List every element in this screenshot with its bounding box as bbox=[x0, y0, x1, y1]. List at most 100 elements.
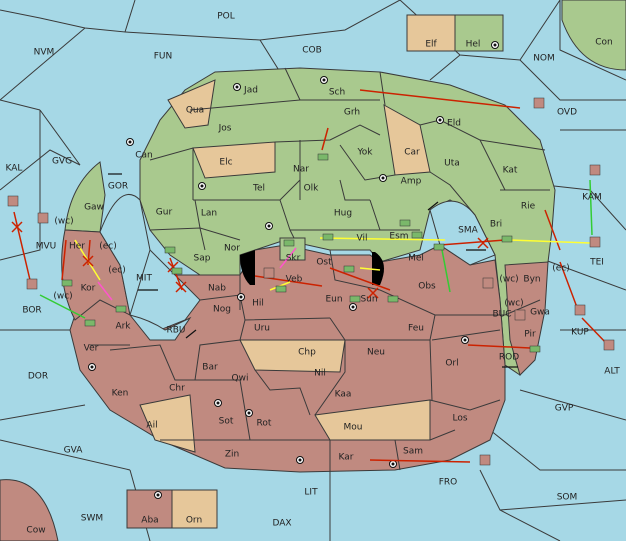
land-skr: Skr bbox=[286, 254, 301, 264]
sea-fro: FRO bbox=[439, 478, 458, 488]
sea-som: SOM bbox=[557, 493, 578, 503]
land-pir: Pir bbox=[524, 330, 536, 340]
sea-kal: KAL bbox=[6, 164, 23, 174]
land-orl: Orl bbox=[445, 359, 458, 369]
land-eld: Eld bbox=[447, 119, 461, 129]
sea-buc: BUC bbox=[492, 310, 511, 320]
sea-cow: Cow bbox=[26, 526, 45, 536]
sea-mit: MIT bbox=[136, 274, 152, 284]
land-veb: Veb bbox=[286, 275, 303, 285]
land-ost: Ost bbox=[316, 258, 332, 268]
land-mou: Mou bbox=[344, 423, 363, 433]
coast-tag-ec: (ec) bbox=[108, 266, 126, 276]
sea-kam: KAM bbox=[582, 193, 602, 203]
land-amp: Amp bbox=[401, 177, 422, 187]
failed-markers bbox=[11, 221, 489, 299]
land-sch: Sch bbox=[329, 88, 345, 98]
land-gaw: Gaw bbox=[84, 203, 104, 213]
sea-tei: TEI bbox=[589, 258, 604, 268]
land-obs: Obs bbox=[418, 282, 436, 292]
land-ver: Ver bbox=[84, 344, 99, 354]
sea-nvm: NVM bbox=[34, 48, 55, 58]
land-hug: Hug bbox=[334, 209, 352, 219]
land-qwi: Qwi bbox=[232, 374, 249, 384]
sea-alt: ALT bbox=[604, 367, 620, 377]
land-gwa: Gwa bbox=[530, 308, 550, 318]
prov-elc[interactable] bbox=[192, 141, 276, 179]
sea-kup: KUP bbox=[571, 328, 589, 338]
land-sap: Sap bbox=[194, 254, 211, 264]
land-can: Can bbox=[135, 151, 153, 161]
land-nor: Nor bbox=[224, 244, 240, 254]
land-sam: Sam bbox=[403, 447, 423, 457]
sea-lit: LIT bbox=[304, 488, 318, 498]
land-qua: Qua bbox=[186, 106, 204, 116]
sea-mvu: MVU bbox=[36, 242, 57, 252]
sea-gvp: GVP bbox=[555, 404, 574, 414]
sea-gvg: GVG bbox=[52, 157, 72, 167]
land-bar: Bar bbox=[202, 363, 218, 373]
coast-tag-wc: (wc) bbox=[504, 299, 523, 309]
legend-elf-label: Elf bbox=[425, 40, 437, 50]
legend-bottom bbox=[126, 489, 218, 529]
land-rot: Rot bbox=[257, 419, 272, 429]
land-olk: Olk bbox=[304, 184, 320, 194]
land-chp: Chp bbox=[298, 348, 316, 358]
sea-sma: SMA bbox=[458, 226, 478, 236]
land-kar: Kar bbox=[339, 453, 354, 463]
land-ark: Ark bbox=[115, 322, 131, 332]
sea-cob: COB bbox=[302, 46, 322, 56]
supply-centers bbox=[88, 41, 499, 499]
land-nab: Nab bbox=[208, 284, 226, 294]
land-chr: Chr bbox=[169, 384, 185, 394]
land-elc: Elc bbox=[219, 158, 232, 168]
land-grh: Grh bbox=[344, 108, 360, 118]
land-nog: Nog bbox=[213, 305, 231, 315]
coast-tag-wc: (wc) bbox=[54, 217, 73, 227]
sea-con: Con bbox=[595, 38, 613, 48]
land-kat: Kat bbox=[503, 166, 518, 176]
land-jad: Jad bbox=[243, 86, 258, 96]
sea-gva: GVA bbox=[64, 446, 84, 456]
lagoon-rbu bbox=[128, 314, 192, 341]
legend-aba-label: Aba bbox=[141, 516, 158, 526]
sea-fun: FUN bbox=[154, 52, 173, 62]
land-neu: Neu bbox=[367, 348, 385, 358]
lagoon-gor bbox=[99, 194, 151, 316]
sea-nom: NOM bbox=[533, 54, 555, 64]
sea-rbu: RBU bbox=[166, 326, 185, 336]
land-uru: Uru bbox=[254, 324, 270, 334]
order-arrows bbox=[13, 89, 609, 463]
sea-bor: BOR bbox=[22, 306, 41, 316]
land-jos: Jos bbox=[218, 124, 232, 134]
land-vil: Vil bbox=[357, 234, 368, 244]
prov-qua[interactable] bbox=[167, 79, 216, 129]
sea-pol: POL bbox=[217, 12, 235, 22]
land-zin: Zin bbox=[225, 450, 239, 460]
sea-dax: DAX bbox=[272, 519, 291, 529]
land-tel: Tel bbox=[252, 184, 265, 194]
land-hil: Hil bbox=[252, 299, 264, 309]
land-eun: Eun bbox=[325, 295, 342, 305]
land-bri: Bri bbox=[490, 220, 502, 230]
units bbox=[7, 97, 615, 466]
passage-markers bbox=[108, 173, 518, 368]
sea-rod: ROD bbox=[499, 353, 519, 363]
coast-tag-wc: (wc) bbox=[53, 292, 72, 302]
land-lan: Lan bbox=[201, 209, 217, 219]
lagoon-sma bbox=[429, 200, 496, 266]
land-los: Los bbox=[452, 414, 467, 424]
sea-dor: DOR bbox=[28, 372, 48, 382]
land-ail: Ail bbox=[146, 421, 157, 431]
land-yok: Yok bbox=[356, 148, 373, 158]
land-car: Car bbox=[404, 148, 420, 158]
land-byn: Byn bbox=[523, 275, 540, 285]
legend-hel-label: Hel bbox=[466, 40, 481, 50]
land-gur: Gur bbox=[156, 208, 173, 218]
sea-ovd: OVD bbox=[557, 108, 577, 118]
land-uta: Uta bbox=[444, 159, 460, 169]
prov-chp[interactable] bbox=[239, 339, 346, 373]
land-mel: Mel bbox=[408, 254, 424, 264]
prov-ail[interactable] bbox=[139, 394, 196, 453]
land-her: Her bbox=[69, 242, 85, 252]
